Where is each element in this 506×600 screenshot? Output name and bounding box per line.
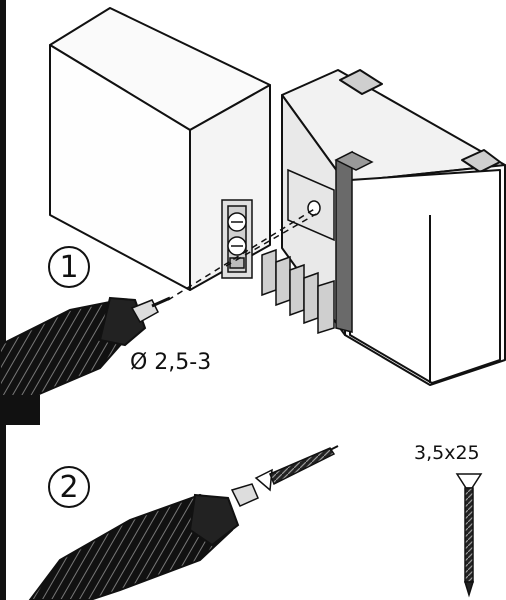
alignment-guides: [167, 207, 317, 301]
left-border-bar: [0, 0, 6, 600]
screw-size-label: 3,5x25: [414, 442, 480, 464]
screw-reference: [455, 473, 483, 598]
step-1-number: 1: [48, 246, 90, 288]
hinge-plate: [221, 199, 253, 279]
drill-step-2: [28, 483, 259, 600]
screw-step-2: [254, 445, 339, 492]
drill-step-1: [0, 296, 171, 425]
step-2-number: 2: [48, 466, 90, 508]
bracket-fins: [261, 248, 335, 335]
side-edge-strip: [334, 150, 374, 333]
drill-bit-size-label: Ø 2,5-3: [130, 350, 212, 375]
